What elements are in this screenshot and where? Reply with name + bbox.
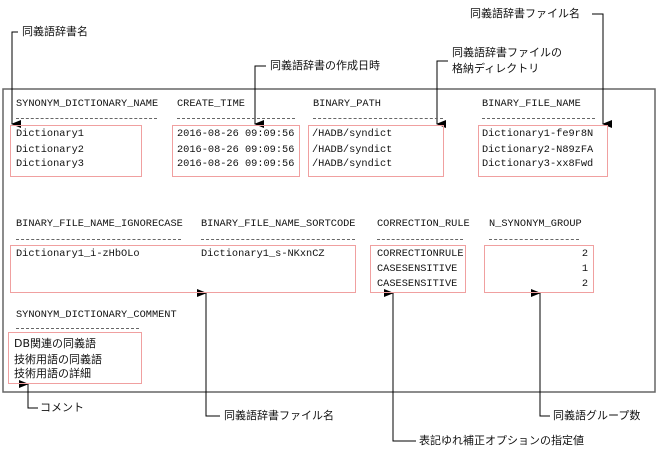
cell: Dictionary3-xx8Fwd	[482, 158, 594, 170]
highlight-box	[172, 125, 300, 177]
cell: 技術用語の同義語	[14, 353, 102, 366]
cell: 1	[581, 263, 588, 275]
callout-dictionary-name: 同義語辞書名	[22, 25, 88, 38]
highlight-box	[484, 245, 594, 293]
callout-binary-file-name: 同義語辞書ファイル名	[470, 7, 580, 20]
cell: 2	[581, 248, 588, 260]
cell: CASESENSITIVE	[377, 278, 458, 290]
cell: 2016-08-26 09:09:56	[177, 144, 295, 156]
callout-binary-path-2: 格納ディレクトリ	[452, 62, 540, 75]
divider	[377, 239, 463, 240]
cell: Dictionary1_s-NKxnCZ	[201, 248, 325, 260]
cell: /HADB/syndict	[312, 128, 393, 140]
cell: CASESENSITIVE	[377, 263, 458, 275]
header-synonym-dictionary-comment: SYNONYM_DICTIONARY_COMMENT	[16, 309, 177, 321]
cell: Dictionary2-N89zFA	[482, 144, 594, 156]
divider	[482, 118, 595, 119]
header-binary-file-name-ignorecase: BINARY_FILE_NAME_IGNORECASE	[16, 218, 183, 230]
highlight-box	[10, 125, 142, 177]
callout-create-time: 同義語辞書の作成日時	[270, 59, 380, 72]
cell: Dictionary1_i-zHbOLo	[16, 248, 140, 260]
highlight-box	[8, 332, 142, 384]
highlight-box	[10, 245, 356, 293]
cell: Dictionary2	[16, 144, 84, 156]
divider	[201, 239, 355, 240]
highlight-box	[478, 125, 608, 177]
callout-correction-rule: 表記ゆれ補正オプションの指定値	[419, 434, 584, 447]
divider	[16, 118, 157, 119]
highlight-box	[308, 125, 444, 177]
divider	[489, 239, 579, 240]
cell: 2	[581, 278, 588, 290]
header-synonym-dictionary-name: SYNONYM_DICTIONARY_NAME	[16, 98, 159, 110]
cell: 技術用語の詳細	[14, 367, 91, 380]
callout-n-synonym-group: 同義語グループ数	[553, 409, 641, 422]
callout-binary-path-1: 同義語辞書ファイルの	[452, 46, 562, 59]
cell: /HADB/syndict	[312, 158, 393, 170]
divider	[16, 239, 181, 240]
highlight-box	[370, 245, 466, 293]
cell: 2016-08-26 09:09:56	[177, 128, 295, 140]
result-frame	[2, 88, 656, 393]
callout-comment: コメント	[40, 401, 84, 414]
cell: /HADB/syndict	[312, 144, 393, 156]
header-binary-file-name: BINARY_FILE_NAME	[482, 98, 581, 110]
divider	[16, 328, 139, 329]
callout-sortcode-file: 同義語辞書ファイル名	[224, 409, 334, 422]
header-correction-rule: CORRECTION_RULE	[377, 218, 470, 230]
divider	[313, 118, 443, 119]
divider	[177, 118, 295, 119]
header-binary-path: BINARY_PATH	[313, 98, 381, 110]
cell: Dictionary3	[16, 158, 84, 170]
header-n-synonym-group: N_SYNONYM_GROUP	[489, 218, 582, 230]
cell: Dictionary1-fe9r8N	[482, 128, 594, 140]
cell: DB関連の同義語	[14, 337, 97, 350]
header-create-time: CREATE_TIME	[177, 98, 245, 110]
cell: CORRECTIONRULE	[377, 248, 464, 260]
cell: 2016-08-26 09:09:56	[177, 158, 295, 170]
cell: Dictionary1	[16, 128, 84, 140]
header-binary-file-name-sortcode: BINARY_FILE_NAME_SORTCODE	[201, 218, 356, 230]
